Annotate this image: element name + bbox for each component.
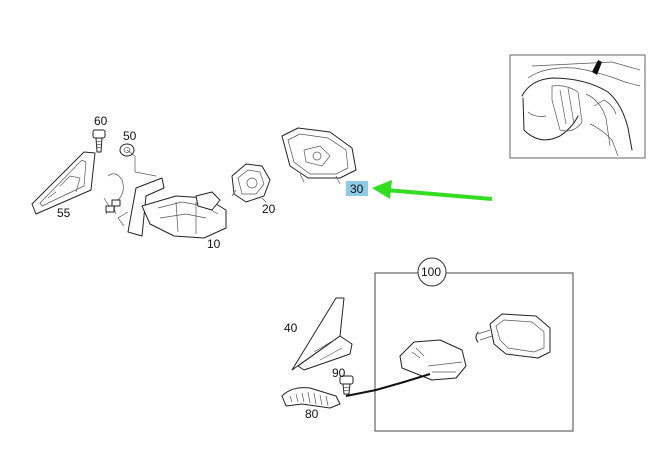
part-10-housing-assembly[interactable] bbox=[103, 173, 227, 239]
label-100[interactable]: 100 bbox=[421, 265, 441, 279]
part-20-adjustment-motor[interactable] bbox=[231, 163, 271, 203]
part-55-cover-panel[interactable] bbox=[31, 151, 96, 215]
part-50-grommet[interactable] bbox=[119, 143, 157, 177]
part-30-mirror-glass[interactable] bbox=[281, 127, 357, 185]
part-100-assembly-box[interactable] bbox=[345, 272, 574, 432]
label-50[interactable]: 50 bbox=[123, 129, 137, 143]
label-30[interactable]: 30 bbox=[350, 182, 364, 196]
label-40[interactable]: 40 bbox=[284, 321, 298, 335]
label-90[interactable]: 90 bbox=[332, 366, 346, 380]
part-60-screw[interactable] bbox=[92, 129, 106, 153]
label-10[interactable]: 10 bbox=[207, 237, 221, 251]
highlight-arrow bbox=[372, 180, 493, 201]
label-80[interactable]: 80 bbox=[305, 407, 319, 421]
label-20[interactable]: 20 bbox=[262, 202, 276, 216]
callout-100-circle bbox=[417, 257, 447, 287]
part-80-turn-signal-lamp[interactable] bbox=[281, 387, 341, 409]
part-90-screw[interactable] bbox=[339, 375, 354, 395]
label-55[interactable]: 55 bbox=[57, 206, 71, 220]
label-60[interactable]: 60 bbox=[94, 114, 108, 128]
highlight-box-30 bbox=[346, 181, 368, 196]
part-40-triangle-cover[interactable] bbox=[291, 297, 353, 371]
vehicle-thumbnail bbox=[509, 54, 646, 159]
